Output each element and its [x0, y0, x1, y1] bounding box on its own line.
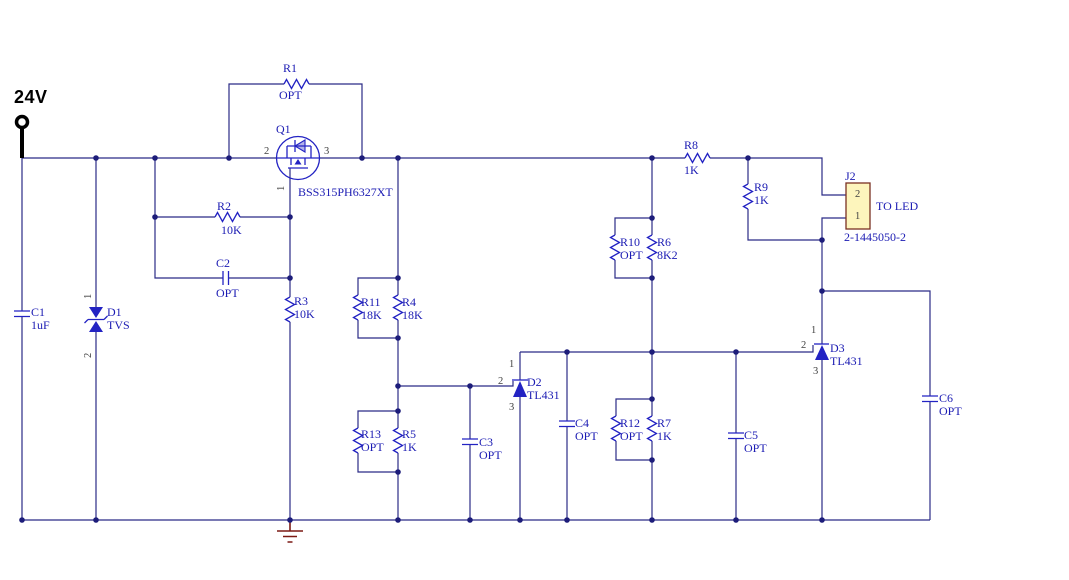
R9-value-label: 1K [754, 193, 769, 207]
power-terminal-24v[interactable] [14, 114, 30, 159]
C2-value-label: OPT [216, 286, 239, 300]
C3-refdes-label: C3 [479, 435, 494, 449]
R8-value-label: 1K [684, 163, 699, 177]
tvs-diode-D1[interactable] [84, 307, 108, 332]
resistor-R5[interactable] [392, 427, 404, 454]
D1-value-label: TVS [107, 318, 130, 332]
R8-refdes-label: R8 [684, 138, 699, 152]
J2-pin1-label: 1 [855, 211, 861, 222]
ground-symbol[interactable] [277, 520, 303, 543]
D1-pin1-label: 1 [83, 293, 94, 299]
R12-refdes-label: R12 [620, 416, 641, 430]
Q1-part-label: BSS315PH6327XT [298, 185, 393, 199]
J2-note-label: TO LED [876, 199, 919, 213]
Q1-pin1-label: 1 [276, 185, 287, 191]
wire-net [21, 83, 931, 521]
shunt-regulator-D2[interactable] [512, 379, 528, 397]
J2-pin2-label: 2 [855, 189, 861, 200]
R5-value-label: 1K [402, 440, 417, 454]
capacitor-C6[interactable] [922, 395, 938, 403]
D1-refdes-label: D1 [107, 305, 122, 319]
resistor-R11[interactable] [352, 294, 364, 321]
R10-refdes-label: R10 [620, 235, 641, 249]
R13-value-label: OPT [361, 440, 384, 454]
Q1-pin3-label: 3 [324, 146, 330, 157]
resistor-R10[interactable] [609, 234, 621, 261]
J2-refdes-label: J2 [845, 169, 856, 183]
J2-part-label: 2-1445050-2 [844, 230, 906, 244]
resistor-R1[interactable] [283, 78, 310, 90]
C4-refdes-label: C4 [575, 416, 590, 430]
power-rail-label: 24V [14, 87, 48, 107]
C5-value-label: OPT [744, 441, 767, 455]
junction-dots [19, 155, 825, 523]
D2-refdes-label: D2 [527, 375, 542, 389]
D2-pin1-label: 1 [509, 359, 515, 370]
Q1-refdes-label: Q1 [276, 122, 291, 136]
R6-value-label: 8K2 [657, 248, 678, 262]
mosfet-Q1[interactable] [275, 135, 321, 181]
R3-value-label: 10K [294, 307, 315, 321]
R6-refdes-label: R6 [657, 235, 672, 249]
R7-refdes-label: R7 [657, 416, 672, 430]
capacitor-C1[interactable] [14, 310, 30, 318]
capacitor-C5[interactable] [728, 432, 744, 440]
C6-refdes-label: C6 [939, 391, 954, 405]
C1-value-label: 1uF [31, 318, 50, 332]
capacitor-C4[interactable] [559, 420, 575, 428]
R9-refdes-label: R9 [754, 180, 769, 194]
R2-refdes-label: R2 [217, 199, 232, 213]
capacitor-C2[interactable] [222, 271, 230, 285]
resistor-R2[interactable] [214, 211, 241, 223]
resistor-R13[interactable] [352, 427, 364, 454]
D3-pin1-label: 1 [811, 325, 817, 336]
D3-refdes-label: D3 [830, 341, 845, 355]
resistor-R8[interactable] [684, 152, 711, 164]
C4-value-label: OPT [575, 429, 598, 443]
D1-pin2-label: 2 [83, 352, 94, 358]
C2-refdes-label: C2 [216, 256, 231, 270]
resistor-R12[interactable] [610, 415, 622, 442]
R11-refdes-label: R11 [361, 295, 381, 309]
C5-refdes-label: C5 [744, 428, 759, 442]
shunt-regulator-D3[interactable] [814, 343, 829, 360]
R7-value-label: 1K [657, 429, 672, 443]
R12-value-label: OPT [620, 429, 643, 443]
Q1-pin2-label: 2 [264, 146, 270, 157]
R3-refdes-label: R3 [294, 294, 309, 308]
resistor-R6[interactable] [646, 234, 658, 261]
D2-pin3-label: 3 [509, 402, 515, 413]
D2-pin2-label: 2 [498, 376, 504, 387]
D3-value-label: TL431 [830, 354, 863, 368]
C3-value-label: OPT [479, 448, 502, 462]
D3-pin2-label: 2 [801, 340, 807, 351]
connector-J2[interactable] [845, 182, 871, 230]
R1-value-label: OPT [279, 88, 302, 102]
resistor-R4[interactable] [392, 294, 404, 321]
R10-value-label: OPT [620, 248, 643, 262]
R13-refdes-label: R13 [361, 427, 382, 441]
R11-value-label: 18K [361, 308, 382, 322]
C6-value-label: OPT [939, 404, 962, 418]
D3-pin3-label: 3 [813, 366, 819, 377]
R2-value-label: 10K [221, 223, 242, 237]
R4-value-label: 18K [402, 308, 423, 322]
C1-refdes-label: C1 [31, 305, 46, 319]
R5-refdes-label: R5 [402, 427, 417, 441]
resistor-R7[interactable] [646, 415, 658, 442]
resistor-R3[interactable] [284, 296, 296, 323]
R1-refdes-label: R1 [283, 61, 298, 75]
R4-refdes-label: R4 [402, 295, 417, 309]
capacitor-C3[interactable] [462, 438, 478, 446]
resistor-R9[interactable] [742, 183, 754, 210]
D2-value-label: TL431 [527, 388, 560, 402]
